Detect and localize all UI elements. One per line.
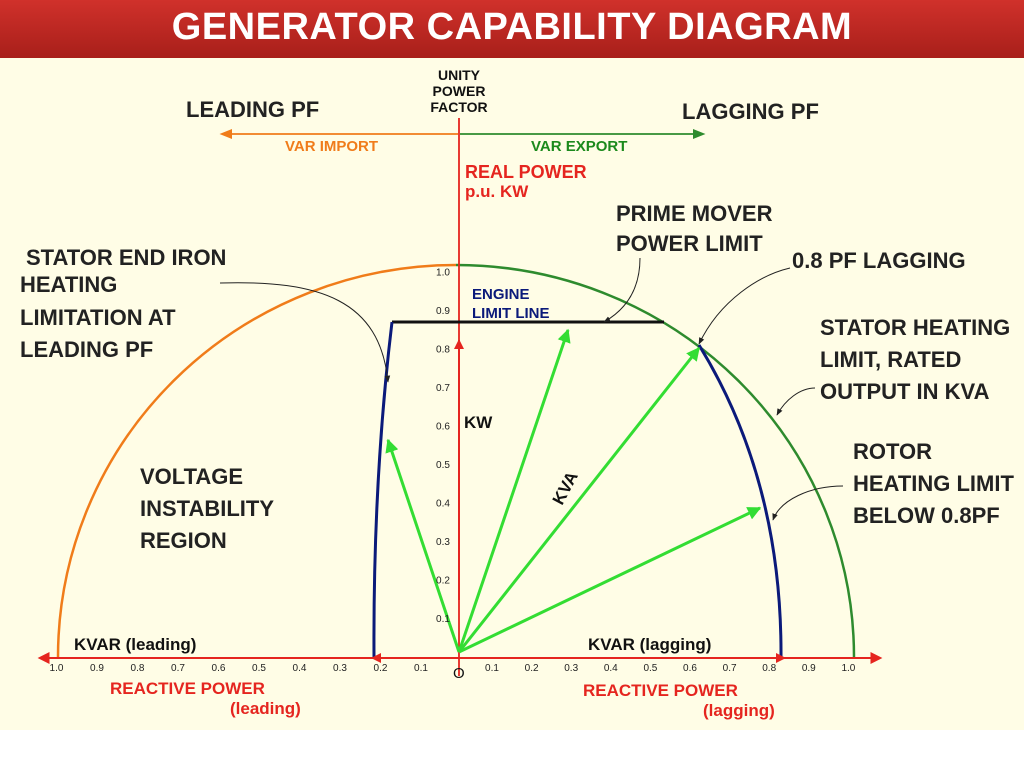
voltage-instability-label-2: INSTABILITY	[140, 496, 274, 521]
x-tick-label-leading: 1.0	[50, 663, 64, 674]
prime-mover-callout	[603, 257, 641, 323]
x-tick-label-lagging: 0.7	[723, 663, 737, 674]
x-tick-label-lagging: 0.8	[762, 663, 776, 674]
x-tick-label-leading: 0.2	[374, 663, 388, 674]
kva-vector-rotor	[458, 506, 762, 654]
x-tick-label-leading: 0.1	[414, 663, 428, 674]
unity-label-3: FACTOR	[430, 99, 487, 115]
x-tick-labels: 0.1 0.2 0.3 0.4 0.5 0.6 0.7 0.8 0.9 1.0 0.1 0.2 0.3 0…	[50, 663, 856, 674]
y-tick-label: 0.1	[436, 614, 450, 625]
y-tick-label: 0.2	[436, 576, 450, 587]
unity-label-2: POWER	[433, 83, 486, 99]
stator-end-iron-label-3: LIMITATION AT	[20, 305, 176, 330]
var-import-label: VAR IMPORT	[285, 138, 378, 155]
stator-heating-label-3: OUTPUT IN KVA	[820, 379, 990, 404]
reactive-lagging-label-1: REACTIVE POWER	[583, 681, 738, 700]
y-tick-label: 0.3	[436, 537, 450, 548]
x-tick-label-lagging: 0.4	[604, 663, 618, 674]
stator-end-iron-label-4: LEADING PF	[20, 337, 153, 362]
leading-pf-label: LEADING PF	[186, 97, 319, 122]
rotor-heating-label-1: ROTOR	[853, 439, 932, 464]
engine-limit-label-1: ENGINE	[472, 286, 530, 303]
x-tick-label-lagging: 0.9	[802, 663, 816, 674]
slide-title: GENERATOR CAPABILITY DIAGRAM	[171, 6, 853, 48]
rotor-heating-callout	[772, 485, 844, 521]
y-tick-label: 0.8	[436, 345, 450, 356]
x-tick-label-leading: 0.7	[171, 663, 185, 674]
x-tick-label-leading: 0.6	[212, 663, 226, 674]
y-tick-label: 1.0	[436, 268, 450, 279]
reactive-leading-label-2: (leading)	[230, 699, 301, 718]
reactive-lagging-label-2: (lagging)	[703, 701, 775, 720]
x-tick-label-lagging: 0.1	[485, 663, 499, 674]
stator-heating-callout	[776, 387, 816, 416]
y-tick-label: 0.4	[436, 499, 450, 510]
stator-heating-label-2: LIMIT, RATED	[820, 347, 961, 372]
lagging-pf-label: LAGGING PF	[682, 99, 819, 124]
title-bar: GENERATOR CAPABILITY DIAGRAM	[0, 0, 1024, 58]
kw-label: KW	[464, 413, 493, 432]
x-tick-label-lagging: 0.2	[525, 663, 539, 674]
engine-limit-label-2: LIMIT LINE	[472, 305, 550, 322]
unity-label-1: UNITY	[438, 67, 481, 83]
x-tick-label-leading: 0.8	[131, 663, 145, 674]
voltage-instability-label-1: VOLTAGE	[140, 464, 243, 489]
y-tick-label: 0.5	[436, 460, 450, 471]
x-tick-label-leading: 0.5	[252, 663, 266, 674]
real-power-unit: p.u. KW	[465, 182, 529, 201]
stator-end-iron-label-2: HEATING	[20, 272, 117, 297]
real-power-label: REAL POWER	[465, 162, 587, 182]
y-tick-labels: 0.1 0.2 0.3 0.4 0.5 0.6 0.7 0.8 0.9 1.0	[436, 268, 450, 626]
leading-capability-arc	[56, 263, 457, 658]
x-tick-label-leading: 0.3	[333, 663, 347, 674]
kva-vector-1	[457, 328, 571, 653]
x-tick-label-leading: 0.4	[293, 663, 307, 674]
stator-heating-arc	[455, 263, 856, 658]
pf-lagging-label: 0.8 PF LAGGING	[792, 248, 966, 273]
y-tick-label: 0.9	[436, 306, 450, 317]
stator-end-iron-label-1: STATOR END IRON	[26, 245, 226, 270]
kvar-leading-label: KVAR (leading)	[74, 635, 196, 654]
y-tick-label: 0.7	[436, 383, 450, 394]
voltage-instability-label-3: REGION	[140, 528, 227, 553]
x-tick-label-lagging: 0.5	[643, 663, 657, 674]
rotor-heating-limit-curve	[697, 344, 783, 658]
x-tick-label-lagging: 1.0	[841, 663, 855, 674]
rotor-heating-label-3: BELOW 0.8PF	[853, 503, 1000, 528]
prime-mover-label-1: PRIME MOVER	[616, 201, 773, 226]
pf-lagging-callout	[698, 267, 791, 345]
kva-vector-08pf	[457, 346, 701, 653]
stator-end-iron-callout	[219, 282, 391, 383]
kvar-lagging-label: KVAR (lagging)	[588, 635, 711, 654]
rotor-heating-label-2: HEATING LIMIT	[853, 471, 1014, 496]
prime-mover-label-2: POWER LIMIT	[616, 231, 763, 256]
x-tick-label-lagging: 0.3	[564, 663, 578, 674]
stator-heating-label-1: STATOR HEATING	[820, 315, 1010, 340]
x-tick-label-lagging: 0.6	[683, 663, 697, 674]
diagram-panel	[0, 58, 1024, 730]
reactive-leading-label-1: REACTIVE POWER	[110, 679, 265, 698]
y-tick-label: 0.6	[436, 422, 450, 433]
kva-vector-leading	[385, 438, 461, 653]
origin-label: O	[453, 665, 465, 682]
var-export-label: VAR EXPORT	[531, 138, 627, 155]
stator-end-iron-limit-curve	[372, 321, 394, 658]
x-tick-label-leading: 0.9	[90, 663, 104, 674]
